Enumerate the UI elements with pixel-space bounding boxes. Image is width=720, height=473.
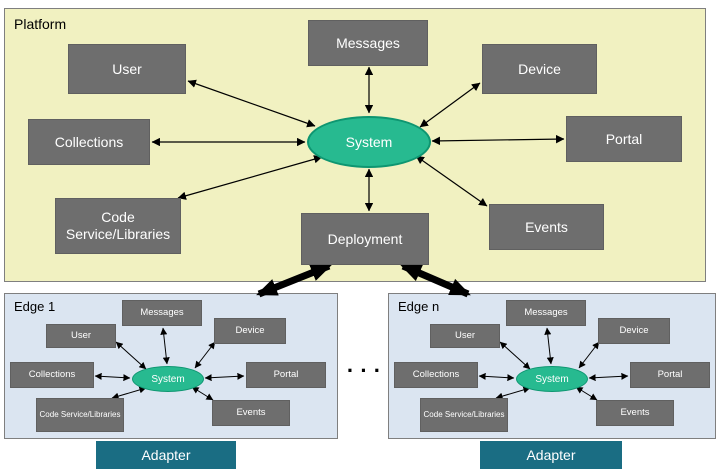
edge-n-node-code-service-libraries: Code Service/Libraries bbox=[420, 398, 508, 432]
edge-ellipsis: · · · bbox=[346, 358, 382, 383]
edge-n-node-portal: Portal bbox=[630, 362, 710, 388]
edge1-node-user: User bbox=[46, 324, 116, 348]
edge1-node-collections: Collections bbox=[10, 362, 94, 388]
edge1-node-portal: Portal bbox=[246, 362, 326, 388]
edge1-adapter: Adapter bbox=[96, 441, 236, 469]
edge-n-node-device: Device bbox=[598, 318, 670, 344]
edge-n-node-user: User bbox=[430, 324, 500, 348]
edge1-node-events: Events bbox=[212, 400, 290, 426]
platform-node-device: Device bbox=[482, 44, 597, 94]
edge-n-system-ellipse: System bbox=[516, 366, 588, 392]
platform-node-portal: Portal bbox=[566, 116, 682, 162]
platform-node-messages: Messages bbox=[308, 20, 428, 66]
edge-n-adapter: Adapter bbox=[480, 441, 622, 469]
edge1-label: Edge 1 bbox=[14, 299, 56, 314]
platform-node-user: User bbox=[68, 44, 186, 94]
platform-node-events: Events bbox=[489, 204, 604, 250]
platform-node-collections: Collections bbox=[28, 119, 150, 165]
edge1-node-messages: Messages bbox=[122, 300, 202, 326]
edge-n-node-messages: Messages bbox=[506, 300, 586, 326]
edge-n-label: Edge n bbox=[398, 299, 440, 314]
edge1-node-code-service-libraries: Code Service/Libraries bbox=[36, 398, 124, 432]
platform-label: Platform bbox=[14, 16, 67, 32]
platform-node-code-service-libraries: Code Service/Libraries bbox=[55, 198, 181, 254]
edge1-node-device: Device bbox=[214, 318, 286, 344]
edge-n-node-collections: Collections bbox=[394, 362, 478, 388]
edge1-system-ellipse: System bbox=[132, 366, 204, 392]
platform-node-deployment: Deployment bbox=[301, 213, 429, 265]
edge-n-node-events: Events bbox=[596, 400, 674, 426]
platform-system-ellipse: System bbox=[307, 116, 431, 168]
